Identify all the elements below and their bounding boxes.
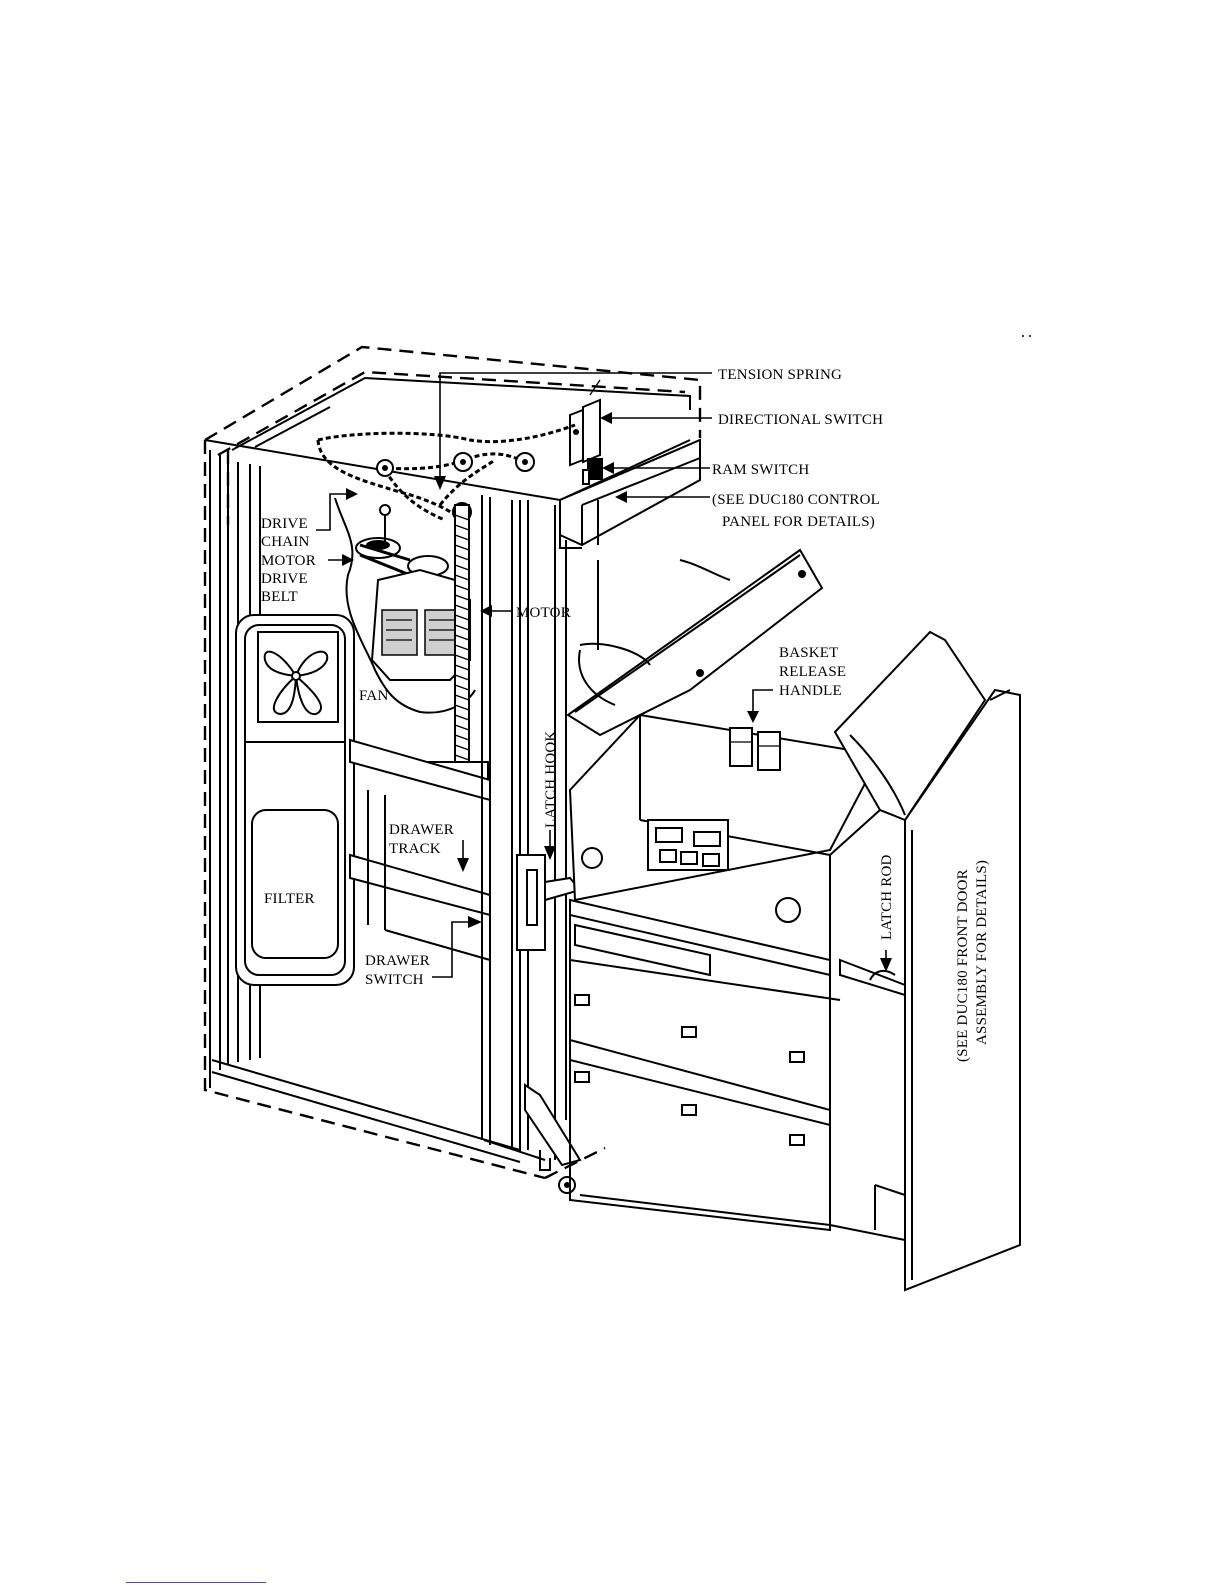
fan [258, 632, 338, 722]
label-front-door-note-1: (SEE DUC180 FRONT DOOR [955, 869, 971, 1062]
label-latch-rod: LATCH ROD [879, 854, 895, 940]
label-control-panel-note-2: PANEL FOR DETAILS) [722, 514, 875, 530]
label-basket-release-1: BASKET [779, 645, 839, 661]
directional-switch [570, 380, 600, 465]
label-directional-switch: DIRECTIONAL SWITCH [718, 412, 883, 428]
label-fan: FAN [359, 688, 389, 704]
front-door [830, 632, 1020, 1290]
label-drive-chain-2: CHAIN [261, 534, 310, 550]
label-latch-hook: LATCH HOOK [543, 731, 559, 828]
ram-arm [568, 550, 822, 735]
label-motor-drive-belt-3: BELT [261, 589, 298, 605]
label-tension-spring: TENSION SPRING [718, 367, 842, 383]
label-drawer-track-1: DRAWER [389, 822, 454, 838]
label-motor-drive-belt-1: MOTOR [261, 553, 316, 569]
label-motor: MOTOR [516, 605, 571, 621]
label-drawer-track-2: TRACK [389, 841, 441, 857]
label-ram-switch: RAM SWITCH [712, 462, 809, 478]
label-front-door-note-2: ASSEMBLY FOR DETAILS) [974, 860, 990, 1045]
label-drawer-switch-1: DRAWER [365, 953, 430, 969]
latch-rod [840, 960, 905, 995]
drawer-caster [525, 1085, 580, 1193]
label-drive-chain-1: DRIVE [261, 516, 308, 532]
drawer-body [570, 715, 880, 1230]
label-motor-drive-belt-2: DRIVE [261, 571, 308, 587]
corner-mark [1021, 334, 1033, 338]
label-basket-release-2: RELEASE [779, 664, 846, 680]
label-drawer-switch-2: SWITCH [365, 972, 424, 988]
label-control-panel-note-1: (SEE DUC180 CONTROL [712, 492, 880, 508]
drive-chain [318, 425, 575, 521]
label-filter: FILTER [264, 891, 315, 907]
ram-switch [583, 458, 603, 484]
footer-rule [126, 1582, 266, 1583]
label-basket-release-3: HANDLE [779, 683, 842, 699]
